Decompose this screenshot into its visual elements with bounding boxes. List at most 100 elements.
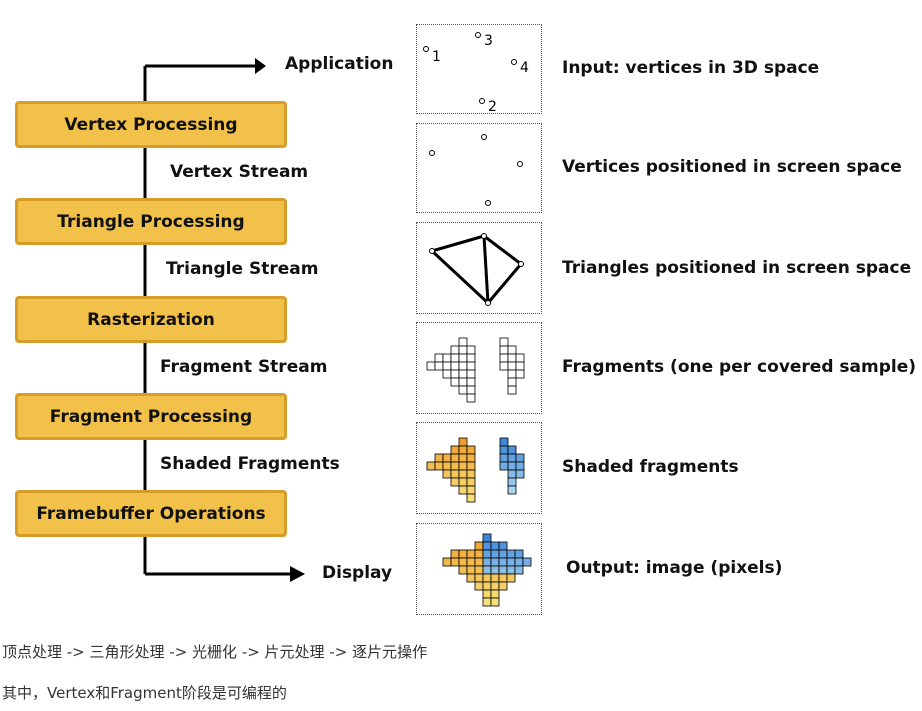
desc-shaded-fragments: Shaded fragments bbox=[562, 457, 739, 477]
output-pixel bbox=[482, 565, 492, 575]
fragment-left-cell bbox=[458, 377, 468, 387]
desc-output-image: Output: image (pixels) bbox=[566, 558, 783, 578]
output-pixel bbox=[506, 573, 516, 583]
output-pixel bbox=[498, 549, 508, 559]
output-pixel bbox=[466, 549, 476, 559]
desc-triangles: Triangles positioned in screen space bbox=[562, 258, 912, 278]
shaded-fragment-left-cell bbox=[466, 485, 476, 495]
output-pixel bbox=[506, 565, 516, 575]
fragment-right-cell bbox=[515, 361, 525, 371]
output-pixel bbox=[458, 557, 468, 567]
output-pixel bbox=[482, 573, 492, 583]
shaded-fragment-left-cell bbox=[466, 453, 476, 463]
output-pixel bbox=[474, 557, 484, 567]
output-pixel bbox=[482, 597, 492, 607]
output-pixel bbox=[498, 541, 508, 551]
fragment-left-cell bbox=[466, 345, 476, 355]
shaded-fragment-right-cell bbox=[507, 445, 517, 455]
shaded-fragment-left-cell bbox=[458, 437, 468, 447]
desc-input-vertices: Input: vertices in 3D space bbox=[562, 58, 820, 78]
fragment-left-cell bbox=[426, 361, 436, 371]
shaded-fragment-left-cell bbox=[442, 461, 452, 471]
fragment-right-cell bbox=[499, 361, 509, 371]
shaded-fragment-right-cell bbox=[515, 461, 525, 471]
output-pixel bbox=[506, 557, 516, 567]
shaded-fragment-left-cell bbox=[426, 461, 436, 471]
shaded-fragment-left-cell bbox=[466, 477, 476, 487]
stream-triangle: Triangle Stream bbox=[166, 259, 319, 279]
panel-triangles bbox=[416, 222, 542, 314]
shaded-fragment-right-cell bbox=[499, 461, 509, 471]
shaded-fragment-left-cell bbox=[466, 469, 476, 479]
shaded-fragment-left-cell bbox=[458, 453, 468, 463]
fragment-left-cell bbox=[442, 353, 452, 363]
output-pixel bbox=[498, 581, 508, 591]
fragment-left-cell bbox=[466, 393, 476, 403]
shaded-fragment-left-cell bbox=[450, 445, 460, 455]
fragment-left-cell bbox=[442, 361, 452, 371]
output-pixel bbox=[490, 549, 500, 559]
fragment-right-cell bbox=[499, 345, 509, 355]
shaded-fragment-left-cell bbox=[442, 453, 452, 463]
fragment-left-cell bbox=[458, 361, 468, 371]
vertex-label-1: 1 bbox=[432, 49, 441, 65]
output-pixel bbox=[474, 565, 484, 575]
output-pixel bbox=[490, 573, 500, 583]
output-pixel bbox=[514, 565, 524, 575]
panel-output-image bbox=[416, 523, 542, 615]
shaded-fragment-right-cell bbox=[507, 477, 517, 487]
panel-screen-vertices bbox=[416, 123, 542, 213]
shaded-fragment-right-cell bbox=[507, 453, 517, 463]
vertex-label-4: 4 bbox=[520, 60, 529, 76]
output-pixel bbox=[506, 549, 516, 559]
panel-input-vertices: 1 3 4 2 bbox=[416, 24, 542, 115]
fragment-right-cell bbox=[507, 369, 517, 379]
display-label: Display bbox=[322, 563, 393, 583]
fragment-left-cell bbox=[458, 353, 468, 363]
shaded-fragment-left-cell bbox=[466, 461, 476, 471]
output-pixel bbox=[514, 557, 524, 567]
shaded-fragment-left-cell bbox=[450, 453, 460, 463]
output-pixel bbox=[498, 573, 508, 583]
output-pixel bbox=[498, 557, 508, 567]
fragment-right-cell bbox=[515, 369, 525, 379]
stream-vertex: Vertex Stream bbox=[170, 162, 309, 182]
panel-shaded-fragments bbox=[416, 422, 542, 514]
output-pixel bbox=[522, 557, 532, 567]
desc-screen-vertices: Vertices positioned in screen space bbox=[562, 157, 902, 177]
fragment-right-cell bbox=[507, 361, 517, 371]
fragment-left-cell bbox=[466, 353, 476, 363]
fragment-left-cell bbox=[458, 385, 468, 395]
shaded-fragment-right-cell bbox=[515, 453, 525, 463]
fragment-left-cell bbox=[458, 337, 468, 347]
vertex-label-3: 3 bbox=[484, 33, 493, 49]
stage-fragment-processing: Fragment Processing bbox=[15, 393, 287, 440]
stream-fragment: Fragment Stream bbox=[160, 357, 328, 377]
output-pixel bbox=[490, 581, 500, 591]
shaded-fragment-right-cell bbox=[507, 461, 517, 471]
fragment-left-cell bbox=[450, 369, 460, 379]
output-pixel bbox=[498, 565, 508, 575]
shaded-fragment-right-cell bbox=[515, 469, 525, 479]
stage-vertex-processing: Vertex Processing bbox=[15, 101, 287, 148]
shaded-fragment-left-cell bbox=[450, 477, 460, 487]
fragment-left-cell bbox=[458, 345, 468, 355]
output-pixel bbox=[490, 589, 500, 599]
output-pixel bbox=[514, 549, 524, 559]
shaded-fragment-left-cell bbox=[466, 493, 476, 503]
shaded-fragment-left-cell bbox=[458, 469, 468, 479]
output-pixel bbox=[466, 557, 476, 567]
application-arrow-icon bbox=[255, 58, 266, 74]
fragment-left-cell bbox=[458, 369, 468, 379]
caption-programmable-note: 其中，Vertex和Fragment阶段是可编程的 bbox=[2, 684, 287, 702]
fragment-left-cell bbox=[466, 361, 476, 371]
stage-framebuffer-operations: Framebuffer Operations bbox=[15, 490, 287, 537]
output-pixel bbox=[490, 541, 500, 551]
shaded-fragment-left-cell bbox=[442, 469, 452, 479]
shaded-fragment-left-cell bbox=[458, 445, 468, 455]
vertex-label-2: 2 bbox=[488, 99, 497, 115]
fragment-left-cell bbox=[450, 353, 460, 363]
fragment-left-cell bbox=[466, 369, 476, 379]
fragment-left-cell bbox=[434, 361, 444, 371]
shaded-fragment-left-cell bbox=[458, 461, 468, 471]
